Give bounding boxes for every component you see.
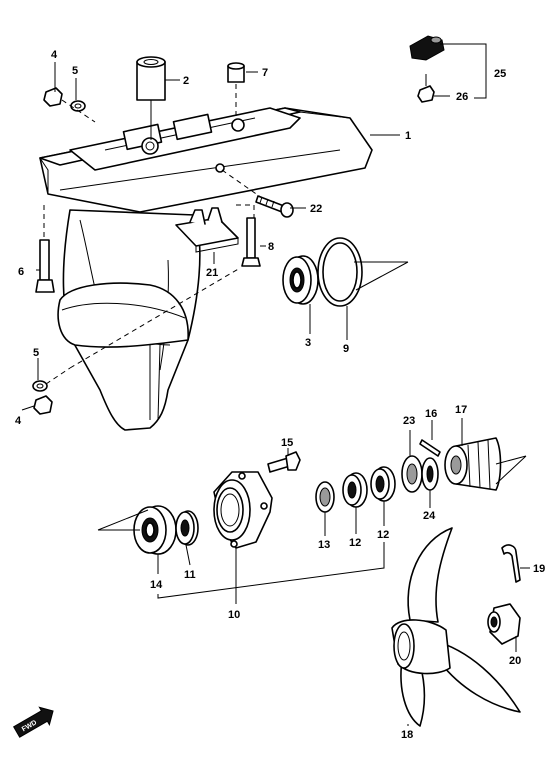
callout-1: 1: [405, 130, 411, 142]
part-20-prop-nut: [487, 603, 521, 645]
callout-21: 21: [206, 267, 218, 279]
part-12-seal-a: [342, 472, 368, 508]
part-16-pin: [419, 439, 441, 457]
part-15-screw: [267, 451, 301, 473]
callout-18: 18: [401, 729, 413, 741]
callout-9: 9: [343, 343, 349, 355]
callout-5-lower: 5: [33, 347, 39, 359]
callout-8: 8: [268, 241, 274, 253]
part-18-propeller: [391, 527, 521, 727]
part-24-washer: [421, 457, 439, 491]
part-10-bearing-housing: [213, 471, 273, 549]
callout-12-b: 12: [377, 529, 389, 541]
callout-26: 26: [456, 91, 468, 103]
callout-labels: 1 2 7 4 5 25 26 22 21 8 6 3 9 5 4 15 23 …: [15, 49, 545, 741]
callout-16: 16: [425, 408, 437, 420]
part-3-bearing: [282, 255, 319, 305]
callout-25: 25: [494, 68, 506, 80]
part-21-cover-plate: [175, 204, 255, 253]
part-17-hub: [444, 437, 502, 491]
callout-13: 13: [318, 539, 330, 551]
part-22-screw: [221, 169, 294, 218]
part-13-washer: [315, 481, 335, 513]
part-25-anode: [409, 35, 445, 103]
callout-4-lower: 4: [15, 415, 22, 427]
part-7-bushing: [227, 62, 245, 118]
callout-23: 23: [403, 415, 415, 427]
callout-11: 11: [184, 569, 196, 581]
callout-19: 19: [533, 563, 545, 575]
fwd-arrow-icon: FWD: [12, 706, 54, 738]
part-8-bolt: [241, 217, 261, 267]
part-14-bearing: [133, 505, 177, 555]
part-9-o-ring: [317, 237, 363, 307]
callout-2: 2: [183, 75, 189, 87]
part-6-bolt: [35, 205, 55, 293]
callout-6: 6: [18, 266, 24, 278]
callout-7: 7: [262, 67, 268, 79]
callout-3: 3: [305, 337, 311, 349]
callout-17: 17: [455, 404, 467, 416]
callout-10: 10: [228, 609, 240, 621]
callout-24: 24: [423, 510, 436, 522]
part-4-5-upper-screw: [43, 87, 96, 123]
callout-14: 14: [150, 579, 163, 591]
callout-4-upper: 4: [51, 49, 58, 61]
part-19-cotter-pin: [501, 544, 521, 583]
callout-5-upper: 5: [72, 65, 78, 77]
leader-lines: [21, 43, 530, 726]
part-12-seal-b: [370, 466, 396, 502]
callout-22: 22: [310, 203, 322, 215]
part-2-bushing: [136, 56, 166, 140]
part-23-nut: [401, 455, 423, 493]
part-11-seal: [175, 510, 199, 546]
callout-20: 20: [509, 655, 521, 667]
part-4-5-lower-screw: [32, 367, 71, 415]
gear-case-housing: [39, 107, 373, 431]
callout-15: 15: [281, 437, 293, 449]
callout-12-a: 12: [349, 537, 361, 549]
